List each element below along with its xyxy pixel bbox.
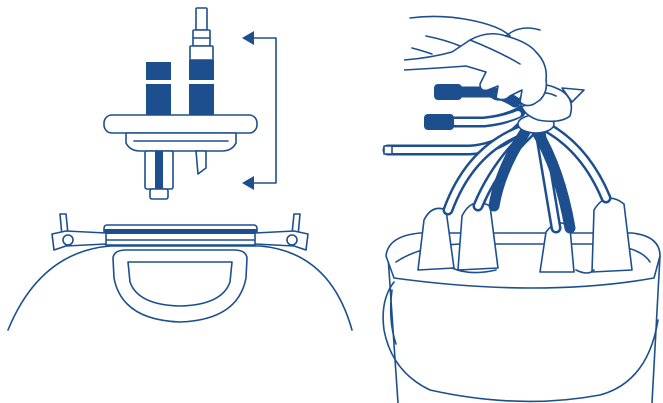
right-pipe: [189, 60, 214, 116]
lid-assembly-panel: [7, 7, 353, 331]
short-hoses: [442, 122, 612, 234]
vacuum-nozzle: [189, 7, 214, 61]
up-arrow-icon: [242, 31, 254, 45]
left-clamp: [51, 213, 107, 251]
milking-claw: [517, 83, 585, 134]
right-clamp: [254, 213, 309, 251]
cluster-in-bucket-panel: [382, 15, 661, 403]
reassembly-arrow: [242, 31, 277, 190]
left-pipe: [146, 62, 171, 116]
lower-pipe: [144, 150, 207, 200]
bucket: [382, 232, 661, 403]
hand: [403, 15, 548, 108]
down-arrow-icon: [242, 176, 254, 190]
teat-cups: [417, 197, 633, 274]
lid-plate: [103, 114, 258, 152]
